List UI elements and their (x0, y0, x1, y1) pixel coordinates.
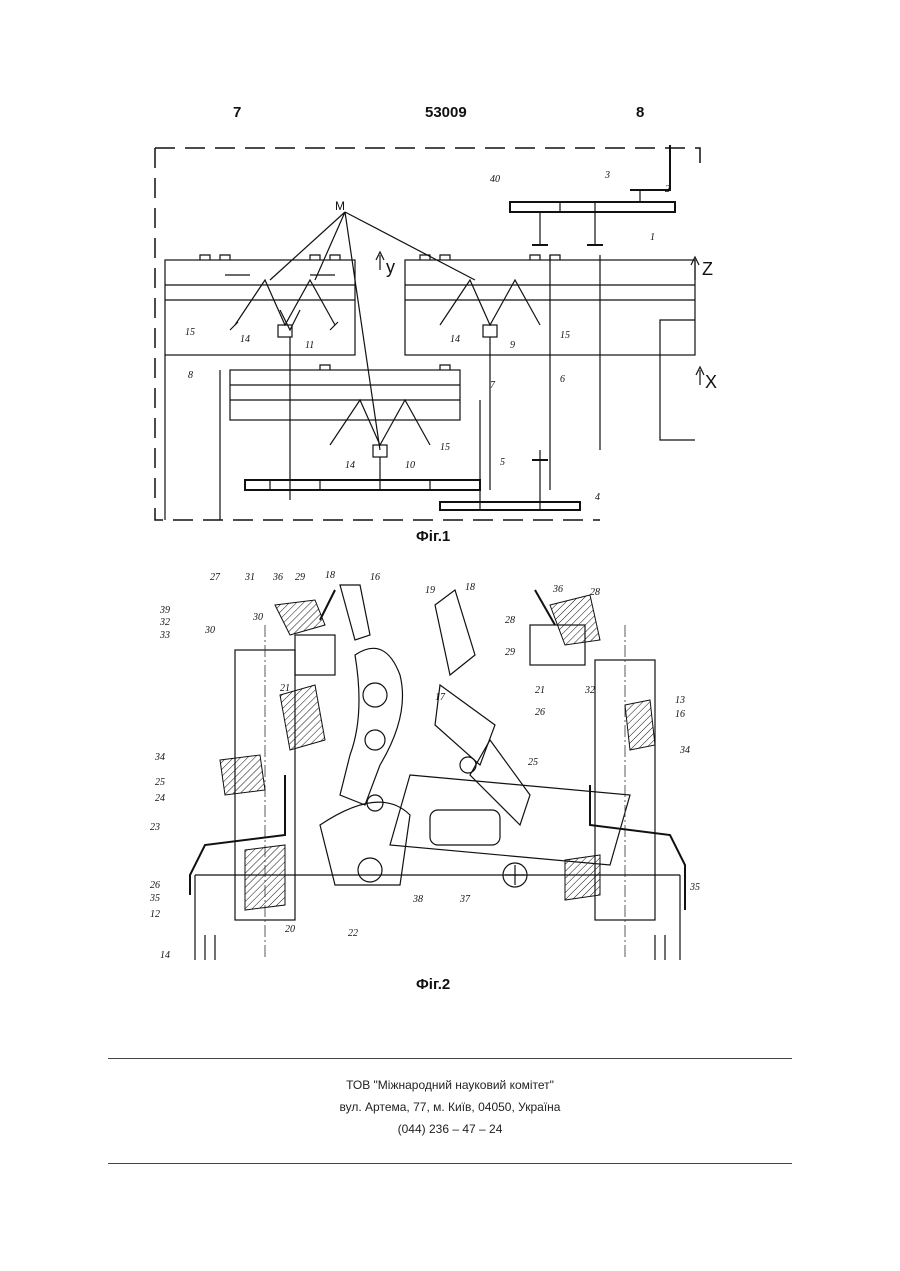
left-page-number: 7 (233, 104, 241, 121)
label-4: 4 (595, 492, 600, 503)
label-17: 17 (435, 692, 446, 703)
label-31: 31 (244, 572, 255, 583)
footer-bottom-rule (108, 1163, 792, 1164)
label-19: 19 (425, 585, 435, 596)
label-28a: 30 (204, 625, 215, 636)
label-32b: 32 (584, 685, 595, 696)
label-26a: 26 (535, 707, 545, 718)
label-2: 2 (665, 184, 670, 195)
axis-x: X (705, 372, 717, 392)
label-30b: 28 (505, 615, 515, 626)
label-15a: 15 (185, 327, 195, 338)
label-3: 3 (604, 170, 610, 181)
figure-1-caption: Фіг.1 (416, 528, 450, 545)
label-11: 11 (305, 340, 314, 351)
axis-z: Z (702, 259, 713, 279)
label-35b: 35 (689, 882, 700, 893)
figure-2-caption: Фіг.2 (416, 976, 450, 993)
label-26b: 26 (150, 880, 160, 891)
label-29a: 29 (295, 572, 305, 583)
figure-2-drawing: 27 31 36 29 18 16 19 18 36 28 30 30 39 3… (150, 565, 710, 965)
label-7: 7 (490, 380, 496, 391)
label-16a: 16 (370, 572, 380, 583)
label-25b: 25 (528, 757, 538, 768)
label-28b: 28 (590, 587, 600, 598)
label-40: 40 (490, 174, 500, 185)
label-27: 27 (210, 572, 221, 583)
label-14b: 14 (450, 334, 460, 345)
label-14c: 14 (345, 460, 355, 471)
axis-y: y (386, 257, 395, 277)
label-34b: 34 (679, 745, 690, 756)
label-5: 5 (500, 457, 505, 468)
label-36b: 36 (552, 584, 563, 595)
label-15b: 15 (560, 330, 570, 341)
footer-address: вул. Артема, 77, м. Київ, 04050, Україна (0, 1098, 900, 1116)
footer-company: ТОВ "Міжнародний науковий комітет" (0, 1076, 900, 1094)
label-25a: 25 (155, 777, 165, 788)
figure-1-drawing: 2 3 40 1 М y Z X 15 14 11 14 9 15 8 7 6 … (140, 130, 720, 530)
label-14a: 14 (240, 334, 250, 345)
label-18b: 18 (465, 582, 475, 593)
label-21a: 21 (280, 683, 290, 694)
label-20: 20 (285, 924, 295, 935)
label-6: 6 (560, 374, 565, 385)
label-34a: 34 (154, 752, 165, 763)
label-38: 38 (412, 894, 423, 905)
right-page-number: 8 (636, 104, 644, 121)
footer-top-rule (108, 1058, 792, 1059)
label-21b: 21 (535, 685, 545, 696)
label-14: 14 (160, 950, 170, 961)
label-33: 33 (159, 630, 170, 641)
label-36a: 36 (272, 572, 283, 583)
label-35a: 35 (150, 893, 160, 904)
label-29b: 29 (505, 647, 515, 658)
label-24: 24 (155, 793, 165, 804)
label-m: М (335, 199, 345, 213)
label-8: 8 (188, 370, 193, 381)
label-15c: 15 (440, 442, 450, 453)
label-30a: 30 (252, 612, 263, 623)
footer-phone: (044) 236 – 47 – 24 (0, 1120, 900, 1138)
label-10: 10 (405, 460, 415, 471)
label-1: 1 (650, 232, 655, 243)
label-39: 39 (159, 605, 170, 616)
label-23: 23 (150, 822, 160, 833)
label-18a: 18 (325, 570, 335, 581)
label-12: 12 (150, 909, 160, 920)
label-13: 13 (675, 695, 685, 706)
label-22: 22 (348, 928, 358, 939)
label-37: 37 (459, 894, 471, 905)
label-32a: 32 (159, 617, 170, 628)
label-9: 9 (510, 340, 515, 351)
label-16b: 16 (675, 709, 685, 720)
patent-number: 53009 (425, 104, 467, 121)
